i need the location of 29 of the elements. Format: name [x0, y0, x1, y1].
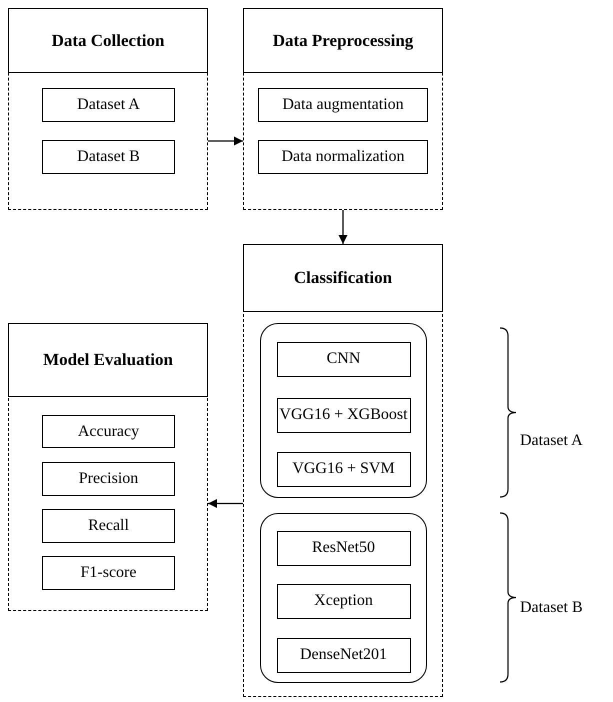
section-header: Classification [243, 244, 443, 312]
rounded-group-box [260, 323, 427, 498]
item-box: CNN [276, 342, 410, 376]
item-box: Xception [276, 584, 410, 618]
brace-label: Dataset B [520, 599, 583, 617]
dashed-panel [8, 323, 208, 611]
item-box: F1-score [42, 556, 175, 590]
rounded-group-box [260, 513, 427, 683]
dashed-panel [243, 244, 443, 697]
item-box: Data normalization [258, 140, 428, 174]
item-box: ResNet50 [276, 530, 410, 566]
item-box: Precision [42, 462, 175, 496]
item-box: VGG16 + SVM [276, 452, 410, 486]
brace-label: Dataset A [520, 432, 583, 450]
arrow [338, 210, 348, 244]
item-box: DenseNet201 [276, 638, 410, 672]
item-box: Dataset A [42, 88, 175, 122]
dashed-panel [8, 8, 208, 210]
arrow [208, 499, 243, 508]
item-box: VGG16 + XGBoost [276, 398, 410, 432]
section-header: Data Collection [8, 8, 208, 73]
arrow [208, 136, 243, 146]
item-box: Data augmentation [258, 88, 428, 122]
section-header: Model Evaluation [8, 323, 208, 397]
item-box: Recall [42, 509, 175, 543]
item-box: Dataset B [42, 140, 175, 174]
dashed-panel [243, 8, 443, 210]
section-header: Data Preprocessing [243, 8, 443, 73]
item-box: Accuracy [42, 415, 175, 448]
